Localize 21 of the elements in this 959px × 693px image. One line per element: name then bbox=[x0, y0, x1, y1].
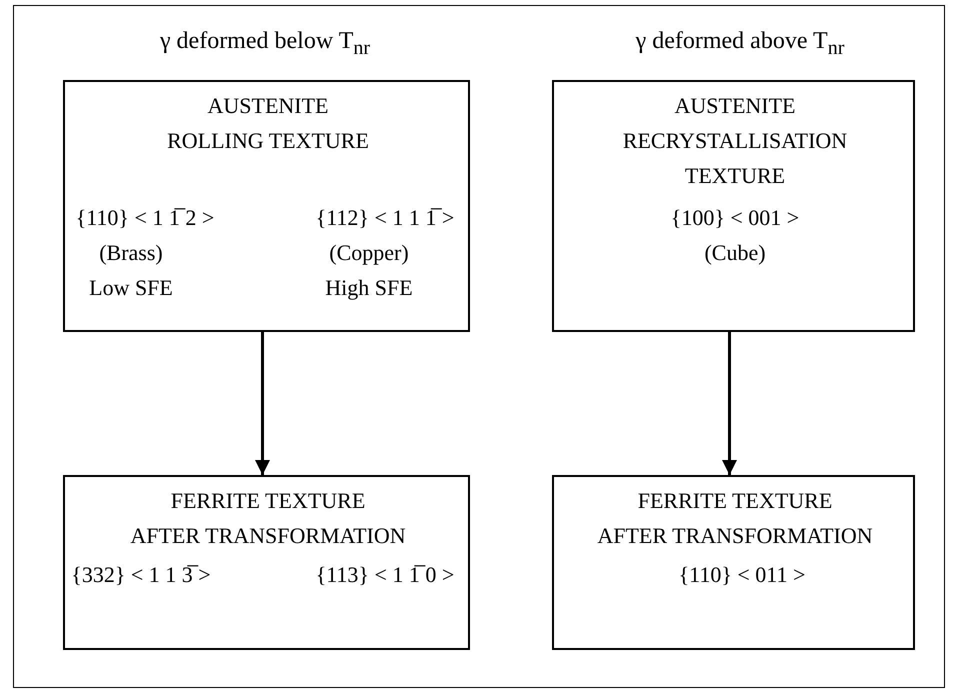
box-heading: FERRITE TEXTURE AFTER TRANSFORMATION bbox=[596, 487, 874, 550]
texture-box bbox=[552, 475, 915, 650]
texture-notation: {112} < 1 1 1̅ > bbox=[314, 204, 456, 232]
texture-name: (Copper) High SFE bbox=[324, 239, 414, 302]
box-heading: AUSTENITE ROLLING TEXTURE bbox=[166, 92, 370, 155]
texture-notation: {113} < 1 1̅ 0 > bbox=[314, 561, 456, 589]
box-heading: FERRITE TEXTURE AFTER TRANSFORMATION bbox=[129, 487, 407, 550]
box-heading: AUSTENITE RECRYSTALLISATION TEXTURE bbox=[622, 92, 848, 190]
texture-notation: {110} < 1 1̅ 2 > bbox=[74, 204, 216, 232]
texture-box bbox=[63, 475, 470, 650]
texture-name: (Cube) bbox=[703, 239, 767, 267]
column-heading: γ deformed below T$_{nr}$ bbox=[158, 28, 372, 60]
texture-notation: {110} < 011 > bbox=[678, 561, 806, 589]
texture-box bbox=[552, 80, 915, 332]
texture-box bbox=[63, 80, 470, 332]
arrow bbox=[255, 332, 270, 475]
column-heading: γ deformed above T$_{nr}$ bbox=[634, 28, 846, 60]
arrow bbox=[722, 332, 737, 475]
texture-name: (Brass) Low SFE bbox=[88, 239, 174, 302]
texture-notation: {332} < 1 1 3̅ > bbox=[70, 561, 212, 589]
texture-notation: {100} < 001 > bbox=[670, 204, 800, 232]
